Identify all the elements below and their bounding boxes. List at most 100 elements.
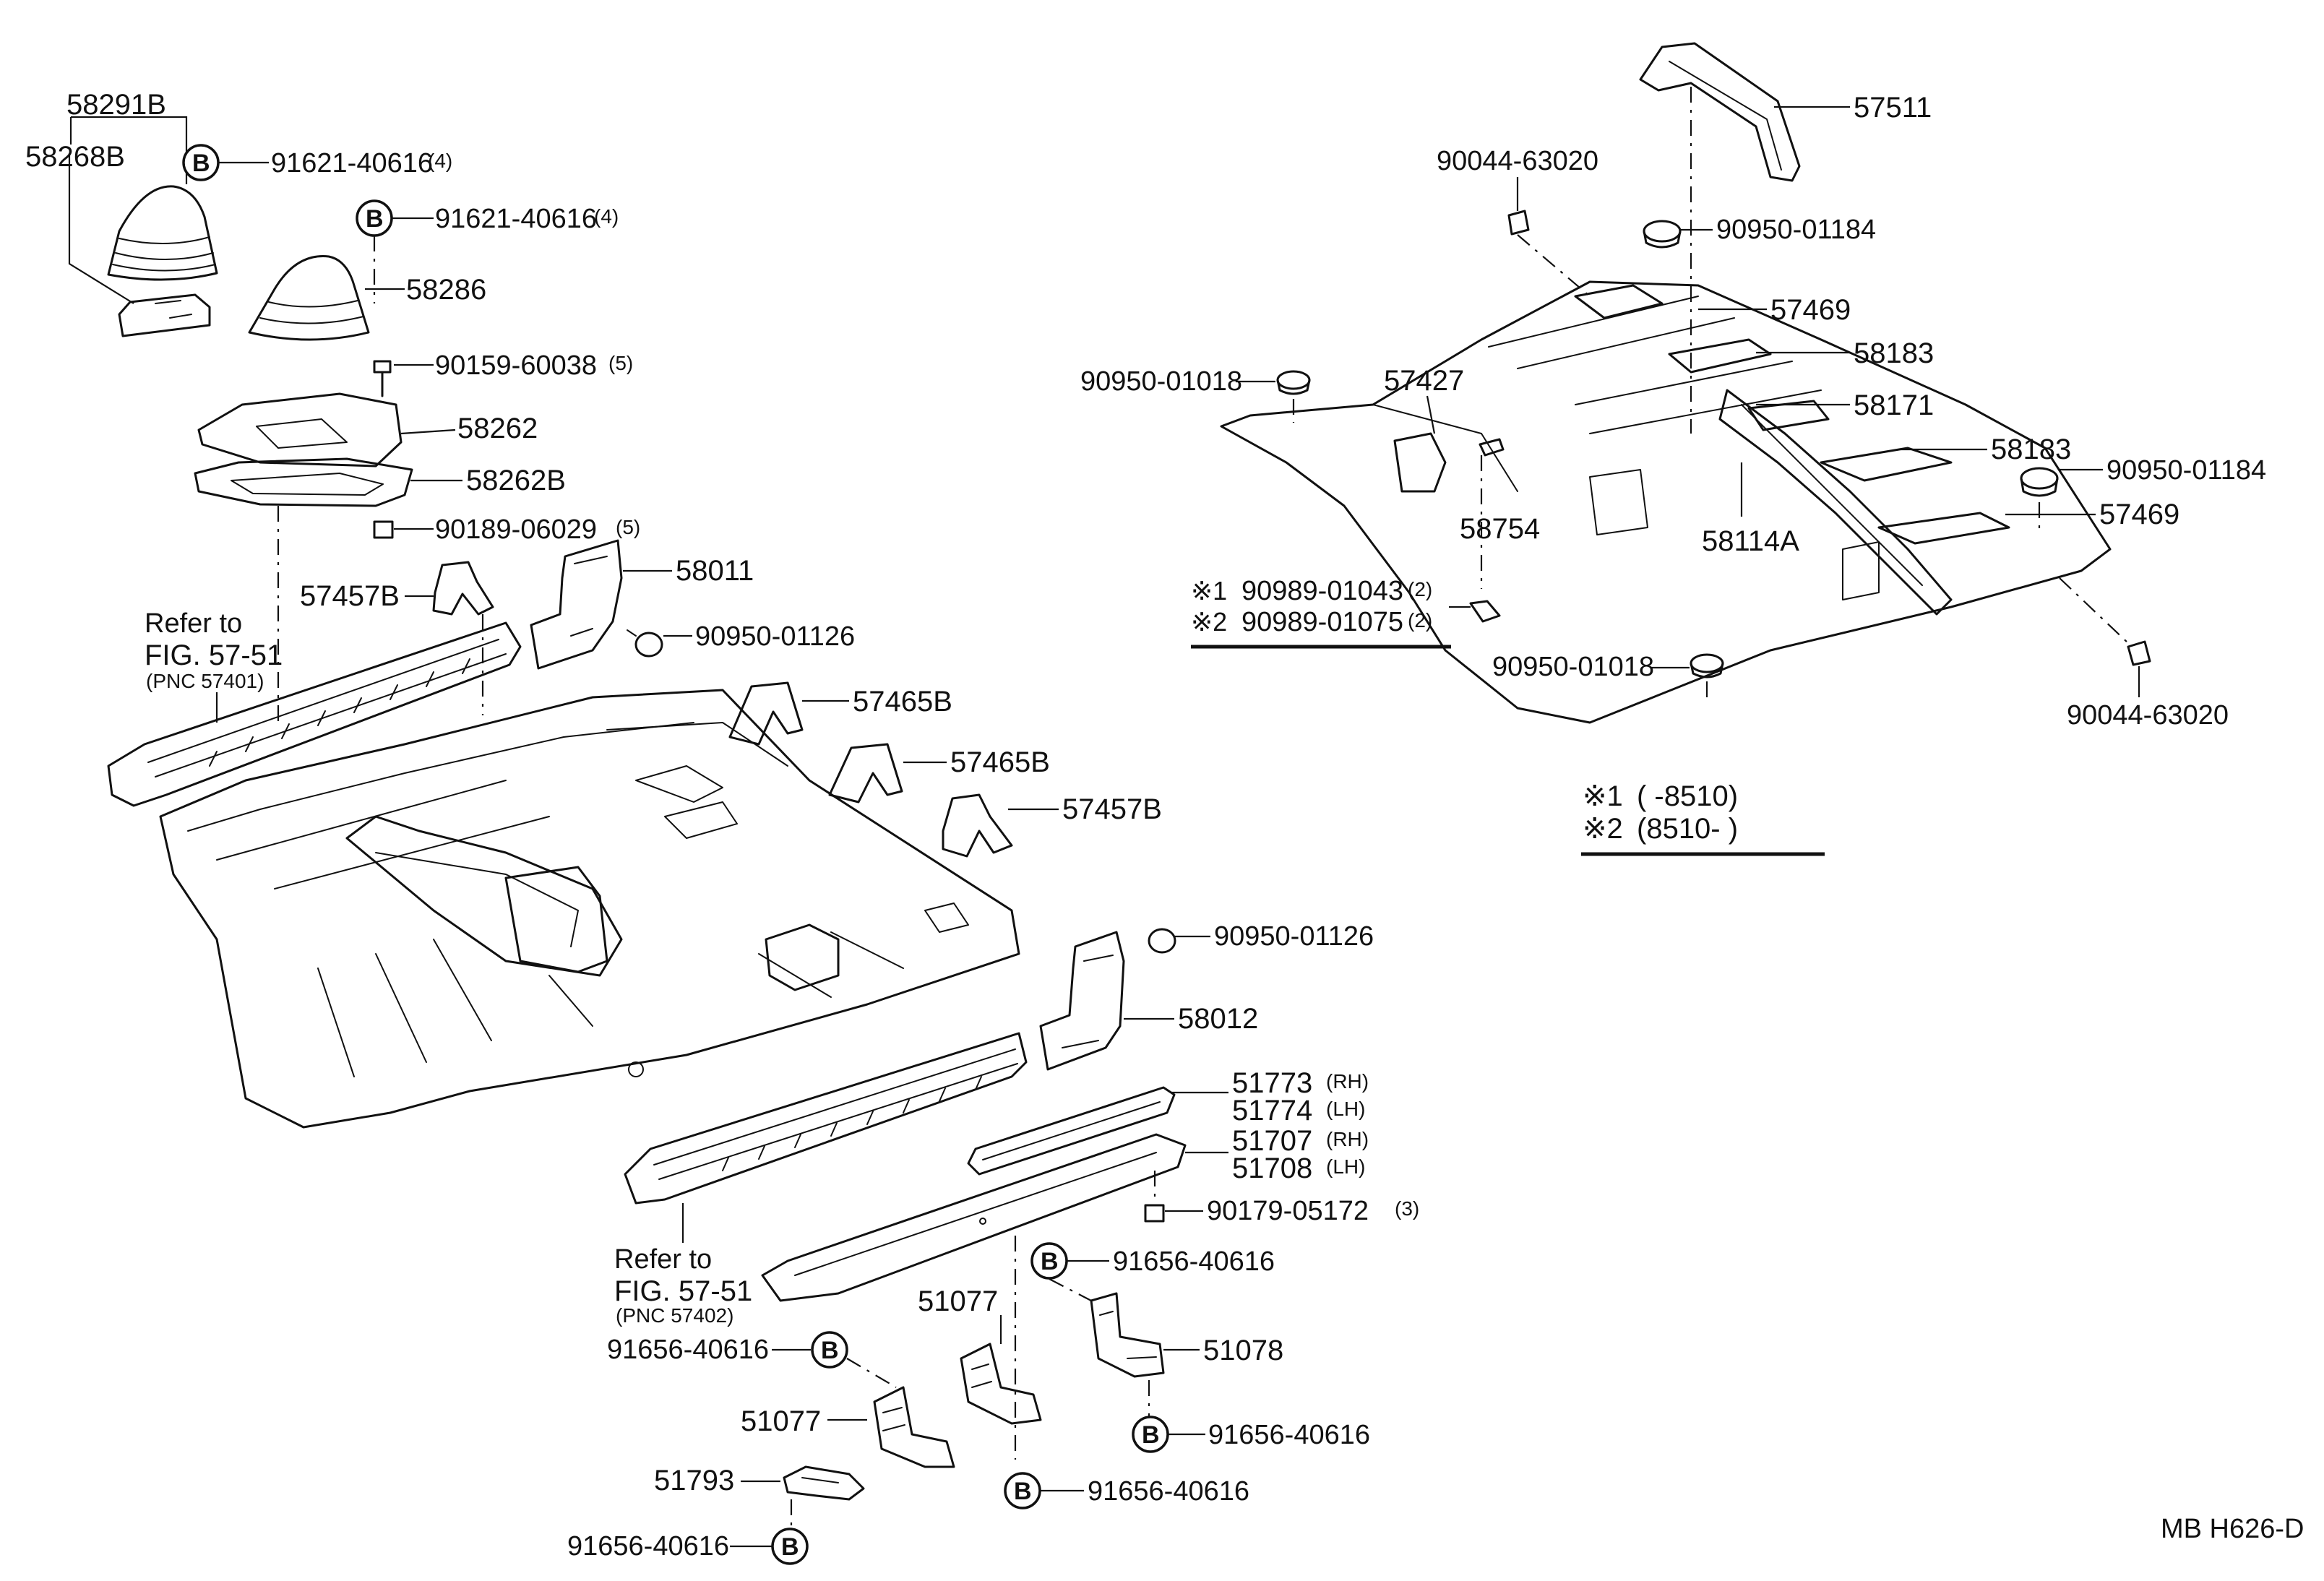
part-bracket-51077-a	[960, 1343, 1042, 1425]
part-retainer-58262	[197, 392, 403, 468]
label-51793: 51793	[654, 1465, 734, 1496]
part-screw-90159	[373, 360, 392, 397]
label-57465B-a: 57465B	[853, 686, 952, 718]
part-nut-90189	[373, 520, 394, 539]
part-bracket-51793	[783, 1465, 865, 1501]
part-scuff-plate-51773	[967, 1086, 1176, 1176]
note-2-qty: (2)	[1408, 609, 1432, 632]
note-2-mark: ※2	[1191, 607, 1227, 637]
label-57469-a: 57469	[1770, 294, 1851, 326]
refer-top-line3: (PNC 57401)	[146, 670, 264, 692]
part-clip-90179	[1144, 1204, 1165, 1223]
bolt-symbol-91656-b: B	[1132, 1416, 1169, 1453]
label-51774: 51774	[1232, 1095, 1312, 1126]
refer-bottom-line2: FIG. 57-51	[614, 1275, 752, 1307]
label-57469-b: 57469	[2099, 499, 2179, 530]
label-58183-a: 58183	[1854, 337, 1934, 369]
part-clip-58754	[1479, 438, 1505, 457]
part-bracket-57457B-b	[942, 793, 1013, 858]
label-51708: 51708	[1232, 1153, 1312, 1184]
part-step-51707	[761, 1133, 1187, 1302]
label-91656-40616-b: 91656-40616	[1208, 1420, 1370, 1450]
label-57427: 57427	[1384, 365, 1464, 397]
refer-top-line2: FIG. 57-51	[145, 639, 283, 671]
svg-text:B: B	[1142, 1421, 1160, 1449]
label-58286: 58286	[406, 274, 486, 306]
label-58011: 58011	[676, 555, 754, 587]
label-57511: 57511	[1854, 92, 1932, 124]
part-bracket-51078	[1090, 1292, 1165, 1378]
bolt-symbol-91621-b: B	[356, 199, 393, 237]
part-shift-boot-58286	[248, 255, 370, 341]
label-91656-40616-d: 91656-40616	[607, 1335, 769, 1365]
label-91656-40616-e: 91656-40616	[567, 1531, 729, 1561]
bolt-symbol-91621-a: B	[182, 144, 220, 181]
label-58114A: 58114A	[1702, 525, 1799, 557]
label-90189-06029: 90189-06029	[435, 514, 597, 545]
part-clip-90950-01126-a	[627, 629, 663, 658]
bolt-symbol-91656-e: B	[771, 1528, 809, 1565]
label-58171: 58171	[1854, 389, 1934, 421]
label-90950-01018-b: 90950-01018	[1492, 652, 1654, 682]
part-clip-90989	[1469, 600, 1501, 623]
label-58012: 58012	[1178, 1003, 1258, 1035]
part-clip-90950-01126-b	[1148, 928, 1176, 954]
label-90044-63020-b: 90044-63020	[2067, 700, 2229, 731]
bolt-symbol-91656-d: B	[811, 1331, 848, 1369]
label-51707-side: (RH)	[1326, 1128, 1369, 1150]
label-51774-side: (LH)	[1326, 1098, 1365, 1120]
part-shift-boot-rear	[107, 185, 218, 337]
label-51773: 51773	[1232, 1067, 1312, 1099]
legend-2-range: (8510- )	[1637, 813, 1738, 845]
part-plug-90950-01184-a	[1643, 220, 1682, 249]
part-plug-90950-01018-a	[1276, 370, 1311, 395]
legend-1-mark: ※1	[1583, 780, 1623, 812]
note-2-part: 90989-01075	[1241, 607, 1403, 637]
label-58291B: 58291B	[66, 89, 166, 121]
refer-bottom-line3: (PNC 57402)	[616, 1304, 733, 1327]
label-58754: 58754	[1460, 513, 1540, 545]
note-1-qty: (2)	[1408, 578, 1432, 600]
label-58262B: 58262B	[466, 465, 566, 496]
label-90179-05172-qty: (3)	[1395, 1197, 1419, 1220]
label-91621-40616-b: 91621-40616	[435, 204, 597, 234]
label-58183-b: 58183	[1991, 434, 2071, 465]
bolt-symbol-91656-c: B	[1004, 1472, 1041, 1509]
note-1-mark: ※1	[1191, 576, 1227, 606]
label-90159-60038: 90159-60038	[435, 350, 597, 381]
label-51708-side: (LH)	[1326, 1155, 1365, 1178]
part-panel-58012	[1039, 931, 1125, 1071]
part-bracket-57457B-a	[432, 561, 494, 616]
label-91621-40616-b-qty: (4)	[594, 205, 619, 228]
label-51078: 51078	[1203, 1335, 1283, 1366]
svg-text:B: B	[1041, 1248, 1059, 1275]
legend-2-mark: ※2	[1583, 813, 1623, 845]
label-91621-40616-a-qty: (4)	[428, 150, 452, 172]
label-51077-a: 51077	[918, 1285, 998, 1317]
part-crossmember-57511	[1639, 42, 1801, 182]
label-90950-01184-b: 90950-01184	[2106, 455, 2266, 486]
label-51773-side: (RH)	[1326, 1070, 1369, 1093]
part-panel-58011	[530, 539, 623, 670]
svg-text:B: B	[366, 205, 384, 233]
part-plug-90950-01184-b	[2020, 467, 2059, 497]
label-90179-05172: 90179-05172	[1207, 1196, 1369, 1226]
refer-bottom-line1: Refer to	[614, 1244, 712, 1275]
label-91621-40616-a: 91621-40616	[271, 148, 433, 178]
label-58262: 58262	[457, 413, 538, 444]
svg-text:B: B	[781, 1533, 799, 1561]
label-90189-06029-qty: (5)	[616, 516, 640, 538]
label-57457B-a: 57457B	[300, 580, 400, 612]
part-plug-90950-01018-b	[1690, 653, 1724, 679]
label-58268B: 58268B	[25, 141, 125, 173]
label-51077-b: 51077	[741, 1405, 821, 1437]
svg-text:B: B	[821, 1337, 839, 1364]
svg-text:B: B	[192, 150, 210, 177]
part-rocker-left-lower	[624, 1032, 1028, 1205]
diagram-code: MB H626-D	[2161, 1514, 2304, 1544]
part-clip-90044-b	[2127, 640, 2151, 666]
label-57465B-b: 57465B	[950, 746, 1050, 778]
label-51707: 51707	[1232, 1125, 1312, 1157]
part-rear-floor-pan	[1220, 280, 2112, 724]
